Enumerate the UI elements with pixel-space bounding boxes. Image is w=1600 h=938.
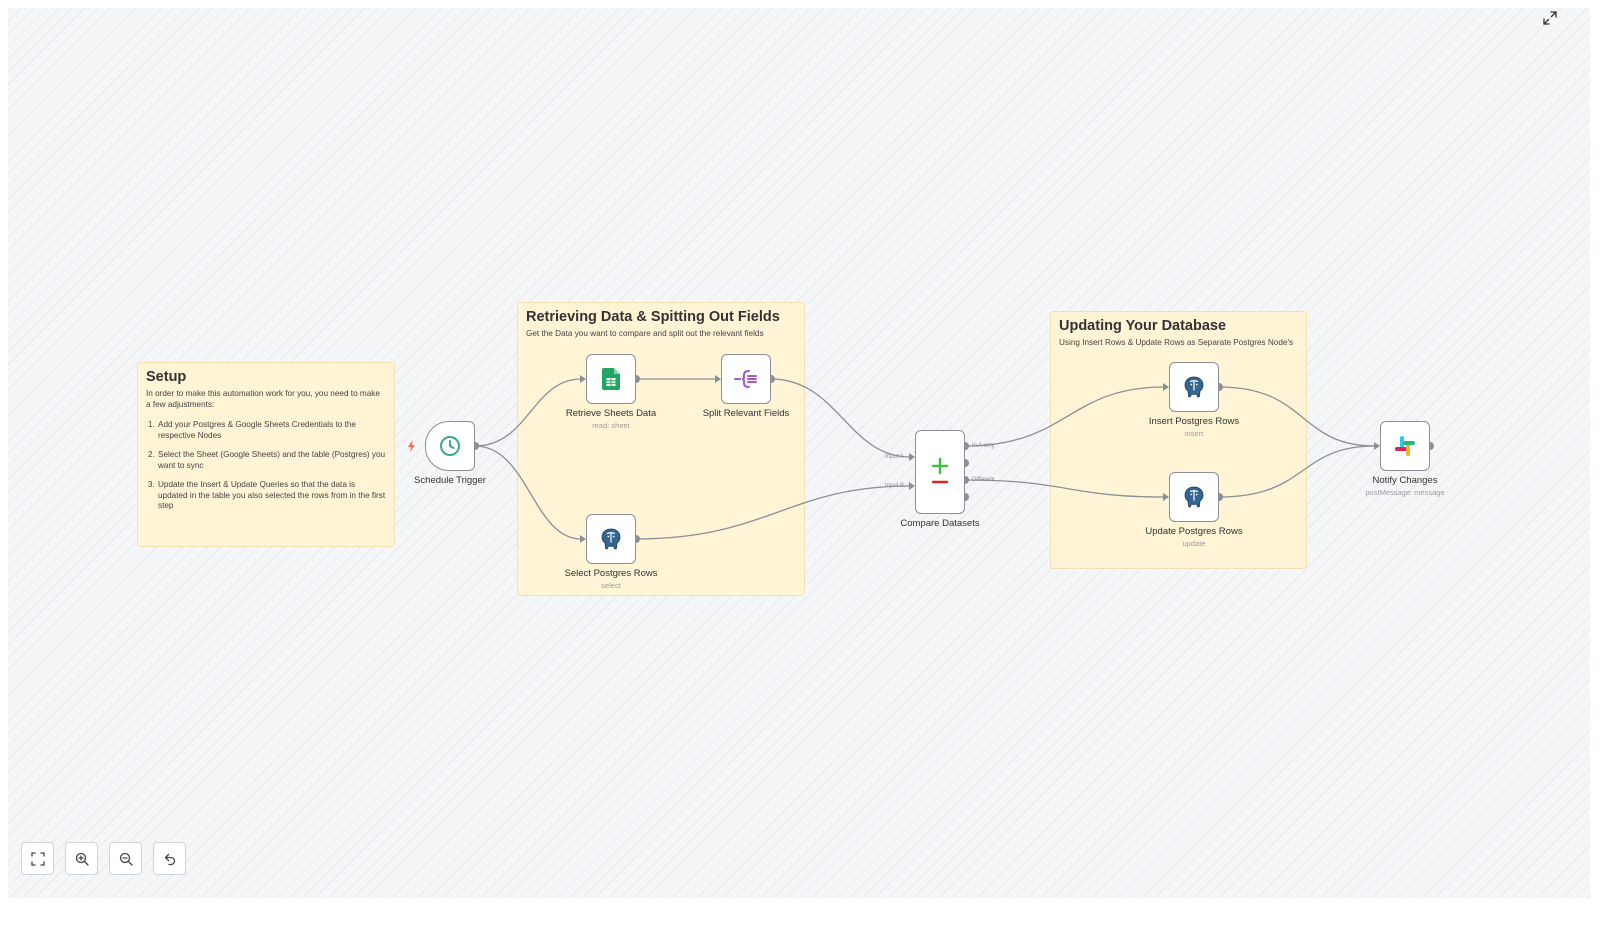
google-sheets-icon	[602, 368, 620, 390]
arrow-insert-input	[1163, 383, 1169, 391]
compare-datasets-node[interactable]	[915, 430, 965, 514]
node-name: Select Postgres Rows	[564, 568, 658, 579]
postgres-elephant-icon	[1184, 376, 1204, 398]
updating-note-title: Updating Your Database	[1059, 318, 1227, 334]
retrieve-sheets-data-node[interactable]	[586, 354, 636, 404]
arrow-compare-b-input	[909, 482, 915, 490]
edge-trigger-to-select	[474, 445, 582, 540]
split-relevant-fields-label: Split Relevant Fields	[666, 408, 826, 419]
node-subtitle: select	[601, 581, 621, 590]
select-postgres-rows-node[interactable]	[586, 514, 636, 564]
setup-step: Add your Postgres & Google Sheets Creden…	[157, 420, 386, 441]
edge-update-to-notify	[1218, 445, 1376, 498]
retrieve-sheets-data-label: Retrieve Sheets Data read: sheet	[531, 408, 691, 430]
zoom-to-fit-icon	[30, 851, 45, 866]
zoom-out-button[interactable]	[109, 842, 142, 875]
edge-insert-to-notify	[1218, 386, 1376, 447]
insert-postgres-rows-label: Insert Postgres Rows insert	[1114, 416, 1274, 438]
node-name: Compare Datasets	[900, 518, 980, 529]
node-name: Retrieve Sheets Data	[565, 408, 657, 419]
workflow-canvas[interactable]: Setup In order to make this automation w…	[8, 8, 1590, 898]
port-label-different: Different	[972, 477, 995, 483]
zoom-in-icon	[75, 852, 89, 866]
retrieving-note[interactable]: Retrieving Data & Spitting Out Fields Ge…	[517, 302, 805, 596]
arrow-select-input	[580, 535, 586, 543]
edge-select-to-compare-b	[635, 485, 911, 540]
zoom-out-icon	[119, 852, 133, 866]
node-subtitle: postMessage: message	[1365, 488, 1445, 497]
setup-steps-list: Add your Postgres & Google Sheets Creden…	[146, 420, 386, 512]
update-postgres-rows-node[interactable]	[1169, 472, 1219, 522]
slack-icon	[1395, 436, 1415, 456]
notify-changes-label: Notify Changes postMessage: message	[1325, 475, 1485, 497]
edge-split-to-compare-a	[770, 378, 911, 458]
node-name: Update Postgres Rows	[1145, 526, 1243, 537]
split-out-icon	[734, 370, 757, 388]
arrow-sheets-input	[580, 375, 586, 383]
node-name: Insert Postgres Rows	[1148, 416, 1240, 427]
port-label-input-b: Input B	[885, 483, 905, 489]
compare-datasets-label: Compare Datasets	[860, 518, 1020, 529]
updating-note[interactable]: Updating Your Database Using Insert Rows…	[1050, 311, 1307, 569]
update-postgres-rows-label: Update Postgres Rows update	[1114, 526, 1274, 548]
zoom-to-fit-button[interactable]	[21, 842, 54, 875]
split-relevant-fields-node[interactable]	[721, 354, 771, 404]
connections-layer	[471, 375, 1434, 543]
reset-zoom-button[interactable]	[153, 842, 186, 875]
node-subtitle: insert	[1184, 429, 1204, 438]
edge-compare-to-update	[964, 479, 1165, 498]
zoom-in-button[interactable]	[65, 842, 98, 875]
insert-postgres-rows-node[interactable]	[1169, 362, 1219, 412]
node-name: Schedule Trigger	[414, 475, 486, 486]
select-postgres-rows-label: Select Postgres Rows select	[531, 568, 691, 590]
fullscreen-button[interactable]	[1543, 11, 1557, 25]
node-subtitle: read: sheet	[592, 421, 630, 430]
setup-note-intro: In order to make this automation work fo…	[146, 389, 380, 409]
arrow-compare-a-input	[909, 453, 915, 461]
postgres-elephant-icon	[601, 528, 621, 550]
retrieving-note-title: Retrieving Data & Spitting Out Fields	[526, 309, 780, 325]
notify-changes-node[interactable]	[1380, 421, 1430, 471]
setup-note[interactable]: Setup In order to make this automation w…	[137, 362, 395, 547]
setup-step: Update the Insert & Update Queries so th…	[157, 480, 386, 512]
port-label-in-a-only: In A only	[972, 443, 995, 449]
node-name: Notify Changes	[1372, 475, 1438, 486]
edge-trigger-to-sheets	[474, 378, 582, 447]
node-subtitle: update	[1182, 539, 1206, 548]
schedule-trigger-label: Schedule Trigger	[370, 475, 530, 486]
arrow-update-input	[1163, 493, 1169, 501]
fullscreen-icon	[1543, 11, 1557, 25]
updating-note-subtitle: Using Insert Rows & Update Rows as Separ…	[1059, 338, 1294, 347]
postgres-elephant-icon	[1184, 486, 1204, 508]
clock-icon	[440, 436, 460, 456]
port-label-input-a: Input A	[885, 454, 904, 460]
reset-zoom-icon	[164, 853, 175, 865]
edge-compare-to-insert	[964, 386, 1165, 447]
lightning-bolt-icon	[408, 440, 415, 452]
retrieving-note-subtitle: Get the Data you want to compare and spl…	[526, 329, 764, 338]
arrow-split-input	[715, 375, 721, 383]
compare-plus-minus-icon	[931, 457, 949, 484]
setup-step: Select the Sheet (Google Sheets) and the…	[157, 450, 386, 471]
arrow-notify-input	[1374, 442, 1380, 450]
schedule-trigger-node[interactable]	[425, 421, 475, 471]
setup-note-title: Setup	[146, 369, 187, 385]
node-name: Split Relevant Fields	[702, 408, 790, 419]
